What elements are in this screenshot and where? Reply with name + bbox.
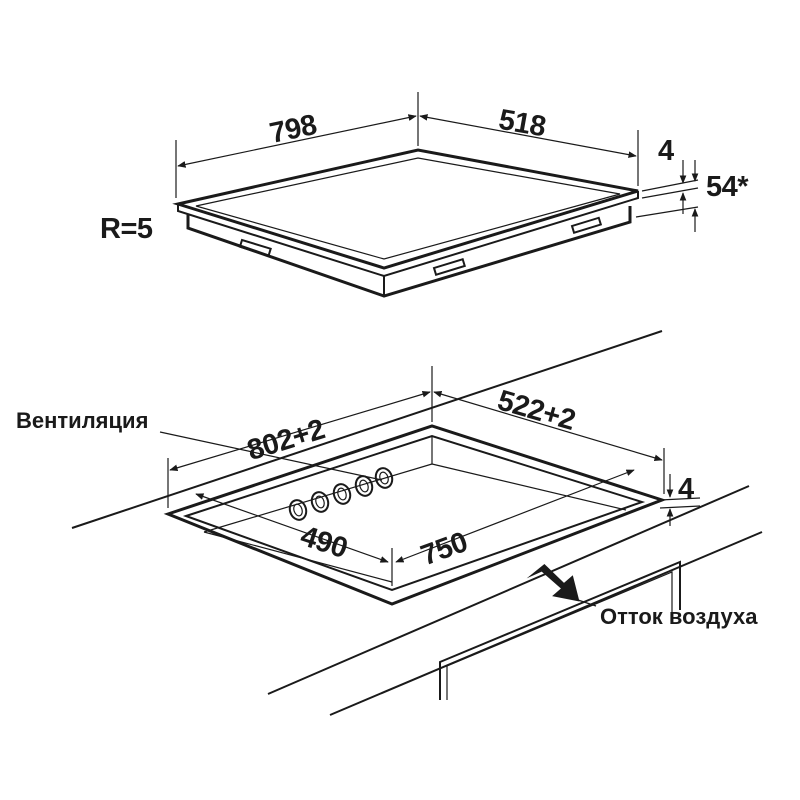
ventilation-holes [288, 467, 394, 521]
cutout-inner-width-dimension-line [395, 469, 635, 563]
hob-vent-slot [238, 238, 272, 257]
cutout-thickness-label: 4 [678, 473, 694, 505]
cutout-drawing: 802+2 522+2 490 750 4 Вентиляция Отток в… [16, 330, 763, 716]
hob-depth-label: 518 [496, 104, 548, 144]
extension-line [659, 497, 701, 501]
ventilation-hole [332, 483, 352, 505]
hob-width-label: 798 [267, 109, 320, 150]
cutout-outer [163, 424, 667, 606]
extension-line [641, 179, 699, 192]
worktop-front-lower-edge [329, 531, 763, 716]
hob-drawing: 798 518 4 54* R=5 [100, 92, 750, 298]
cutout-depth-dimension-line [433, 390, 663, 462]
cabinet-outline [439, 560, 681, 700]
cutout-wall-line [203, 531, 393, 583]
airflow-label: Отток воздуха [600, 604, 758, 629]
hob-vent-slot [570, 216, 603, 234]
hob-glass-outline [172, 148, 639, 270]
hob-glass-thickness [177, 191, 639, 278]
worktop-back-edge [71, 330, 663, 529]
worktop-front-edge [267, 485, 750, 695]
hob-radius-label: R=5 [100, 213, 153, 245]
hob-height-label: 54* [706, 171, 749, 203]
airflow-leader-line [565, 595, 597, 607]
cabinet-inner-outline [446, 571, 673, 700]
cutout-width-dimension-line [169, 390, 431, 472]
ventilation-leader-line [159, 431, 383, 481]
extension-line [659, 505, 701, 509]
cutout-depth-label: 522+2 [494, 384, 579, 437]
hob-width-dimension-line [177, 114, 417, 168]
hob-vent-slot [432, 257, 466, 276]
ventilation-label: Вентиляция [16, 408, 148, 433]
hob-thickness-label: 4 [658, 135, 674, 167]
airflow-arrow-icon [526, 564, 580, 602]
hob-glass-inner-edge [195, 157, 621, 260]
cutout-inner-depth-dimension-line [195, 493, 389, 563]
extension-line [641, 187, 699, 199]
hob-depth-dimension-line [419, 114, 637, 158]
extension-line [635, 206, 699, 218]
ventilation-hole [310, 491, 330, 513]
